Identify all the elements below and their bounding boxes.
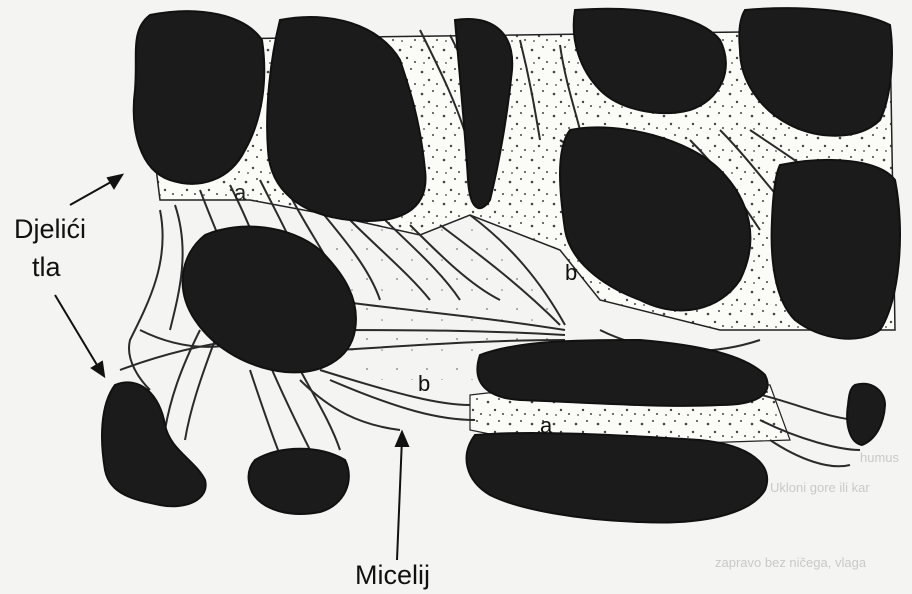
- label-a-top: a: [234, 182, 246, 204]
- label-mycelium: Micelij: [355, 562, 430, 589]
- label-b-lower: b: [418, 373, 430, 395]
- aggregate-lower-center: [477, 340, 767, 406]
- aggregate-bottom-small: [248, 449, 348, 514]
- aggregate-bottom-center: [467, 433, 768, 523]
- bleed-text-1: humus: [860, 450, 899, 465]
- aggregate-bottom-left: [102, 382, 206, 506]
- label-b-upper: b: [565, 262, 577, 284]
- aggregate-far-right: [772, 160, 900, 339]
- bleed-text-3: zapravo bez ničega, vlaga: [715, 555, 866, 570]
- label-a-lower: a: [540, 415, 552, 437]
- aggregate-right-edge: [847, 384, 885, 445]
- label-particles-line2: tla: [32, 254, 61, 281]
- bleed-text-2: Ukloni gore ili kar: [770, 480, 870, 495]
- label-particles-line1: Djelići: [14, 216, 86, 243]
